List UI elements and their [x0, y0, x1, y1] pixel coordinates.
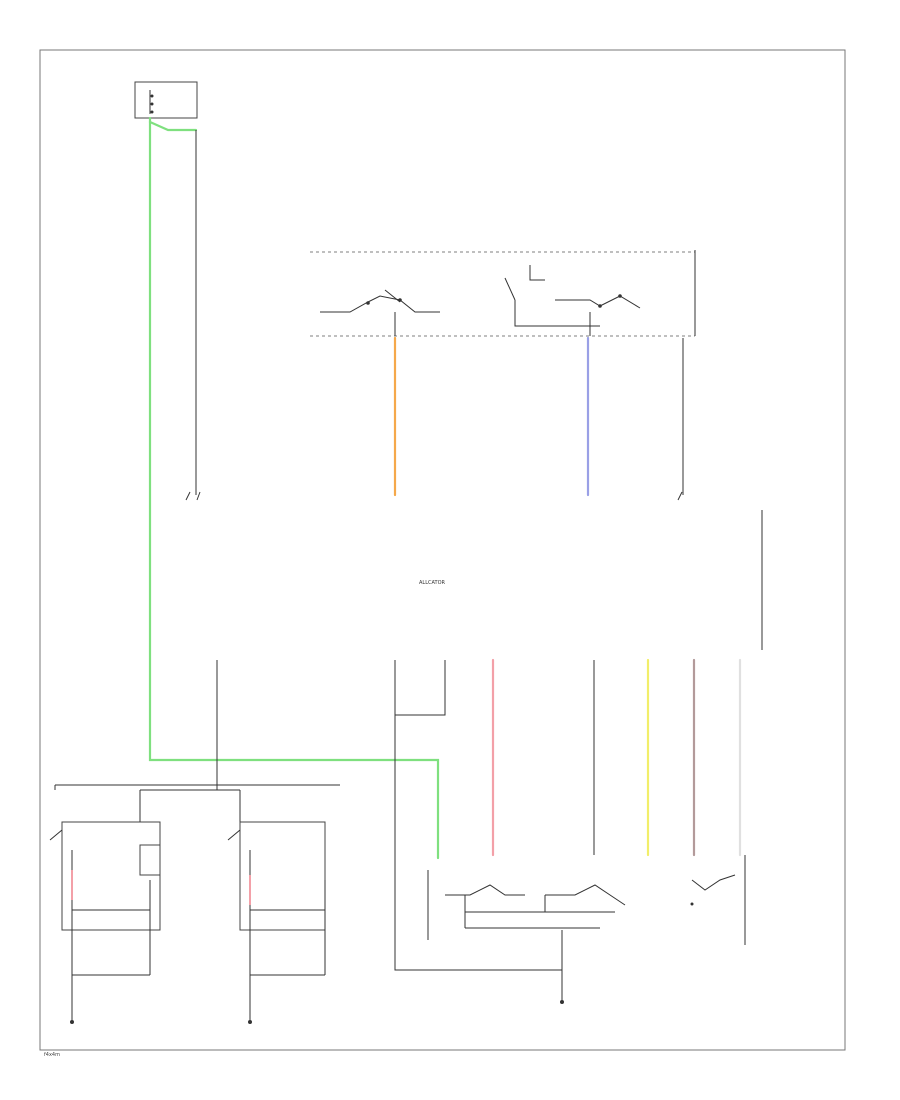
switch-block — [310, 250, 696, 337]
footer-code: f4x4m — [44, 1052, 60, 1058]
diagram-border — [39, 49, 846, 1051]
wire-lt-grn-branch — [148, 120, 198, 132]
fuse-block-component — [134, 81, 198, 119]
connector-marks-top — [185, 491, 683, 501]
wire-blk-3 — [395, 660, 446, 716]
bottom-left-modules — [49, 784, 340, 1024]
center-label: ALLCATOR — [419, 580, 446, 586]
bottom-switch-cluster — [427, 870, 626, 1004]
wire-blk-2 — [394, 660, 562, 971]
wire-lt-grn — [148, 116, 440, 860]
right-bottom-switch — [690, 855, 746, 945]
